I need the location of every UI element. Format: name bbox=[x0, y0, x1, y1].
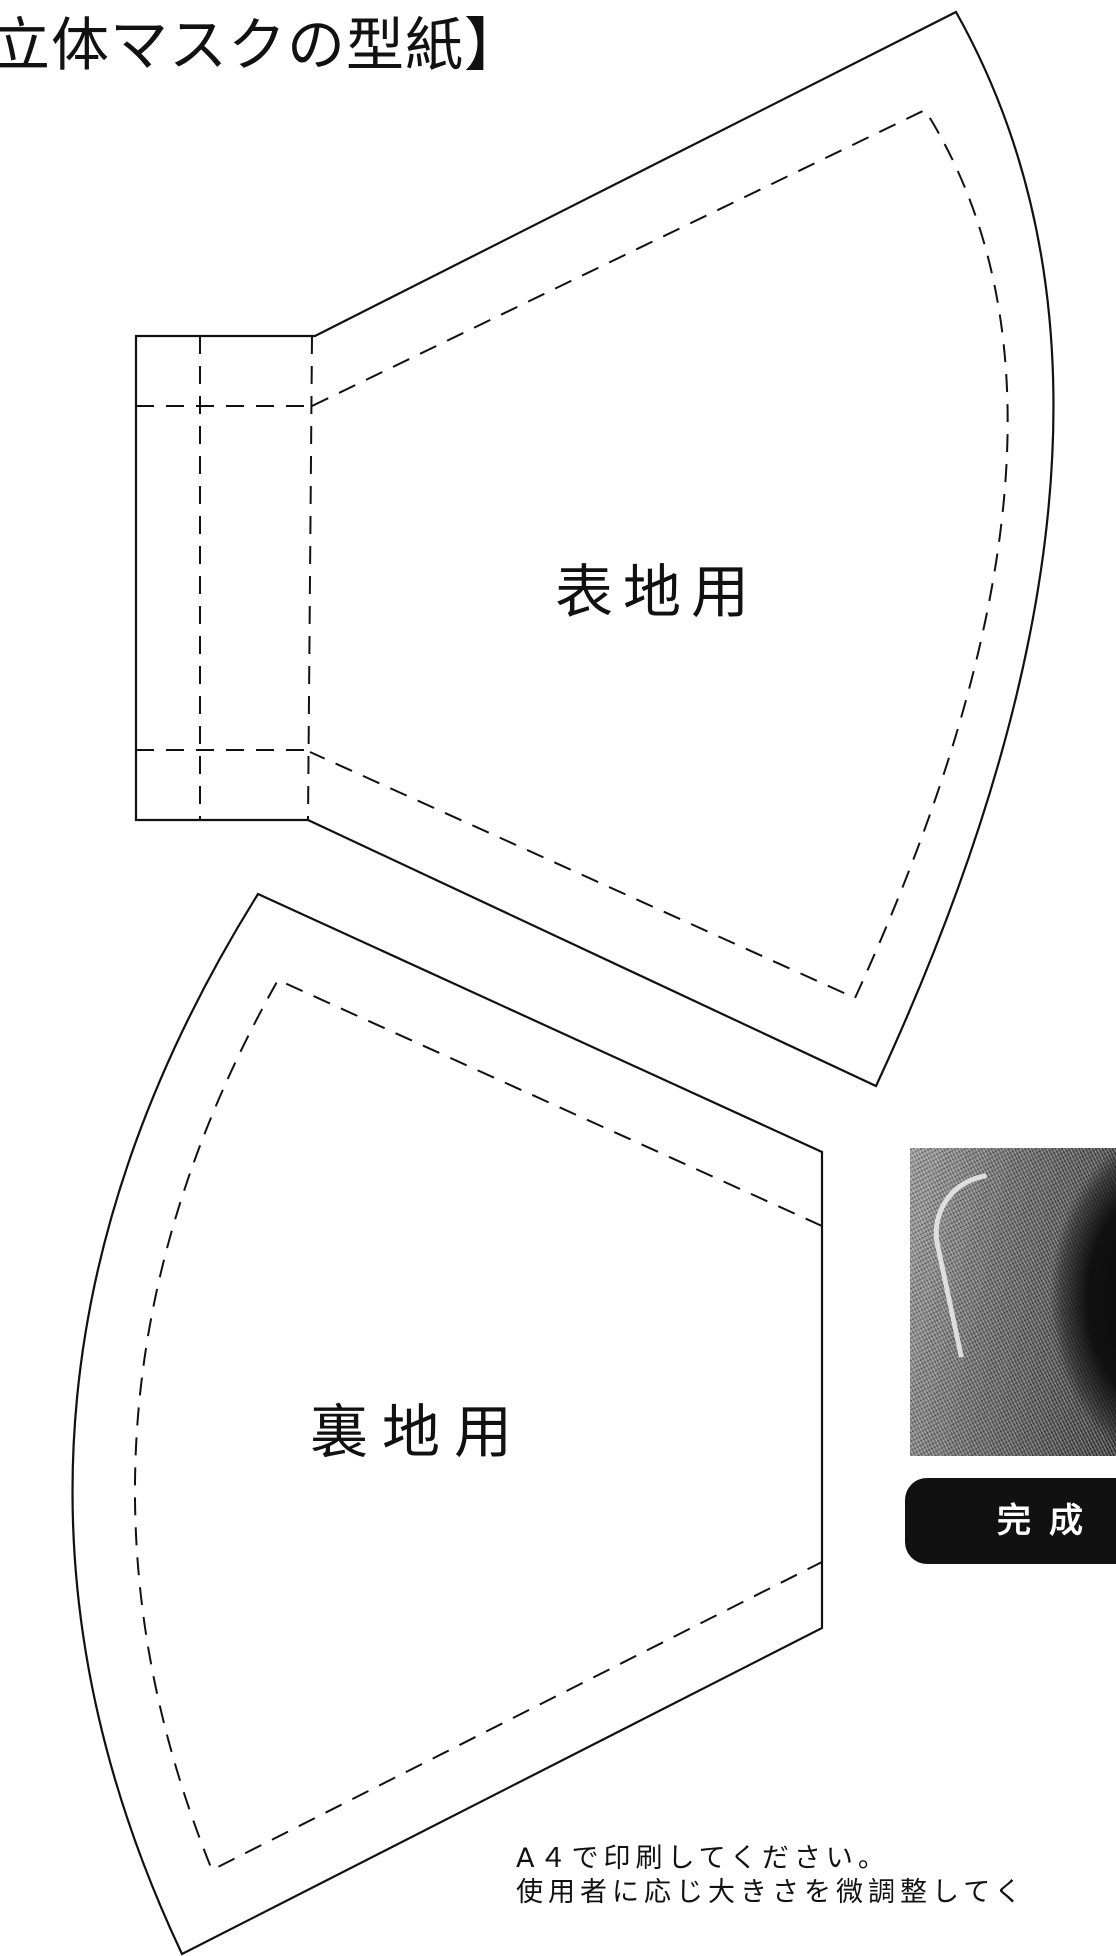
back-piece-label: 裏地用 bbox=[310, 1398, 527, 1466]
page-title: 立体マスクの型紙】 bbox=[0, 11, 524, 79]
front-piece-fold-line-right bbox=[307, 335, 313, 821]
ear-strap bbox=[922, 1173, 1023, 1358]
note-line: 使用者に応じ大きさを微調整してく bbox=[516, 1877, 1027, 1908]
front-piece-seam-line bbox=[309, 108, 1009, 1000]
back-piece-cut-line bbox=[71, 892, 824, 1956]
finished-badge: 完成 bbox=[905, 1478, 1116, 1564]
note-line: A４で印刷してください。 bbox=[516, 1843, 890, 1874]
front-piece-label: 表地用 bbox=[555, 558, 760, 626]
front-piece-cut-line bbox=[134, 10, 1055, 1088]
print-instructions: A４で印刷してください。 使用者に応じ大きさを微調整してく bbox=[516, 1842, 1026, 1910]
finished-mask-photo bbox=[910, 1148, 1116, 1456]
back-piece-seam-line bbox=[133, 978, 823, 1872]
